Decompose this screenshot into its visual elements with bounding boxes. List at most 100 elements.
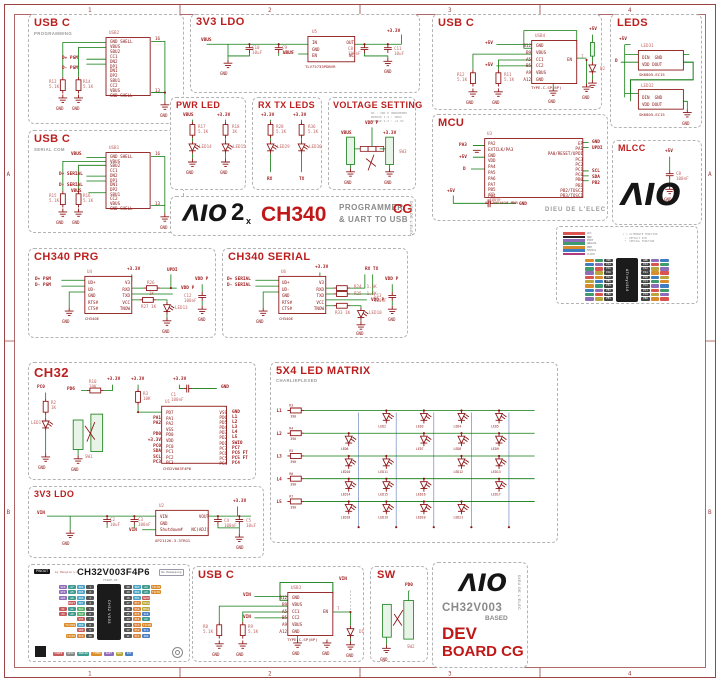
gnd-label: GND — [548, 99, 556, 104]
net-label: D+ PGM — [62, 56, 78, 61]
connector-pins: GND VBUS CC1 CC2 VBUS GND — [292, 595, 303, 634]
pin-func-tag — [660, 292, 669, 297]
legend-row: VCC — [563, 232, 596, 235]
pinout-tag: PINOUT — [34, 569, 51, 574]
gnd-label: GND — [160, 113, 168, 118]
section-title: 3V3 LDO — [34, 489, 75, 499]
pin-tag: 13 — [124, 622, 132, 627]
aio-logo: ΛIO — [621, 178, 681, 213]
legend-tag: TIMER — [91, 652, 103, 656]
frame-col-3: 3 — [448, 7, 452, 14]
legend-swatch — [563, 249, 585, 253]
pin-func-tag — [585, 275, 594, 280]
pin-tag: SWIO — [142, 595, 151, 600]
pin-func-tag — [651, 262, 659, 267]
pin-tag: T1CH2 — [142, 622, 153, 627]
pinout-row: GND — [641, 258, 693, 262]
power-label: VDD P — [195, 277, 209, 282]
power-label: +3.3V — [127, 267, 141, 272]
section-title: RX TX LEDS — [258, 100, 316, 110]
cap-label: C13 100nF — [374, 293, 387, 303]
pin-tag: 6 — [86, 612, 94, 616]
pin-name-tag: VDD — [604, 258, 613, 262]
pinout-row: PA6 — [561, 271, 613, 275]
net-label: UPDI — [592, 146, 603, 151]
resistor-label: R9 5.1K — [248, 624, 259, 634]
gnd-label: GND — [356, 331, 364, 336]
power-label: VDD P — [385, 277, 399, 282]
pin-func-tag — [595, 262, 603, 267]
pin-tag: UCK — [59, 585, 67, 590]
pin-tag: PD6 — [77, 595, 85, 600]
gnd-label: GND — [162, 329, 170, 334]
legend-swatch — [563, 242, 585, 246]
ic-pins-left: PD7 PA1 PA2 VSS PD0 VDD PC0 PC1 PC2 PC3 — [166, 410, 174, 466]
legend-label: SERIAL — [587, 249, 597, 253]
pin-tag: T2CH2 — [151, 585, 162, 590]
resistor-label: R36 5.1K — [308, 124, 319, 134]
legend-tag: I2C — [125, 652, 133, 656]
pin-func-tag — [660, 288, 669, 292]
matrix-resistor-ref: R5 — [289, 449, 293, 453]
pin-tag: PD1 — [133, 595, 141, 600]
matrix-resistor-val: 390 — [290, 437, 296, 441]
section-mcu: MCU U3 PA2 EXTCLK/PA3 GND VDD PA4 PA5 PA… — [432, 114, 608, 221]
pin-ids: B12 B9 A5 B5 A9 A12 — [523, 43, 531, 82]
pinout-row: PC0 — [641, 292, 693, 297]
pin-tag: 17 — [124, 601, 132, 606]
section-voltage-setting: VOLTAGE SETTING NC : VDD P UNPOWERED BRI… — [328, 97, 422, 190]
net-label: D+ SERIAL — [227, 277, 251, 282]
board-chip: CH32V003 — [442, 602, 503, 614]
power-label: +5V — [485, 41, 493, 46]
section-title: CH340 SERIAL — [228, 251, 311, 263]
resistor-label: R11 5.1K — [504, 72, 515, 82]
ic-part: CH32V003F4P6 — [163, 466, 192, 471]
pin-ids: B12 B9 A5 B5 A9 A12 — [279, 595, 287, 634]
pin-name-tag: PA7 — [604, 275, 613, 280]
pin-func-tag — [651, 280, 659, 284]
pin-name-tag: PA0 — [641, 275, 650, 280]
ic-ref: U1 — [165, 399, 171, 404]
section-title: MCU — [438, 117, 465, 129]
pinout-row: PA5 — [561, 267, 613, 271]
section-subtitle: SERIAL COM — [34, 147, 65, 152]
ic-pins-left: VIN GND Shutdown# — [160, 514, 183, 532]
power-label: +5V — [665, 149, 673, 154]
ic-pins-right: EP PA1 PA0/RESET/UPDI PC3 PC2 PC1 PC0 PB… — [547, 141, 583, 199]
pin-tag: PC6 — [133, 606, 141, 611]
connector-ref: USB4 — [535, 33, 546, 38]
frame-row-a2: A — [708, 171, 712, 178]
pin-tag: SCK — [142, 612, 150, 616]
ic-part: CH340E — [85, 316, 100, 321]
legend-row: PWM — [563, 246, 596, 249]
pin-name-tag: PA4 — [604, 262, 613, 267]
net-label: VBUS — [283, 51, 294, 56]
legend-swatch — [563, 235, 585, 239]
matrix-resistor-ref: R7 — [289, 494, 293, 498]
matrix-led-ref: LED4 — [454, 424, 462, 428]
legend-label: PORT — [587, 238, 594, 242]
pin-tag: PC5 — [133, 612, 141, 616]
power-label: VIN — [243, 593, 251, 598]
gnd-label: GND — [236, 652, 244, 657]
pin-func-tag — [660, 297, 669, 301]
pin-tag: 1 — [86, 585, 94, 590]
pin-tag: A6 — [68, 595, 76, 600]
matrix-resistor-ref: R4 — [289, 426, 293, 430]
resistor-val: 1K — [149, 291, 155, 296]
legend-label: PWM — [587, 245, 592, 249]
frame-row-b: B — [7, 509, 11, 516]
pin-func-tag — [651, 288, 659, 292]
section-usbc-programming: USB C PROGRAMMING USB2 GND SHELL VBUS SB… — [28, 14, 184, 124]
gnd-label: GND — [221, 385, 229, 390]
power-label: VIN — [129, 528, 137, 533]
gnd-label: GND — [212, 652, 220, 657]
ic-pins-right: VSS PD6 PD5 PD4 PD3 PD2 PD1 PC7 PC6 PC5 … — [219, 410, 227, 466]
gnd-label: GND — [519, 202, 527, 207]
pin-number: 16 — [155, 36, 161, 41]
